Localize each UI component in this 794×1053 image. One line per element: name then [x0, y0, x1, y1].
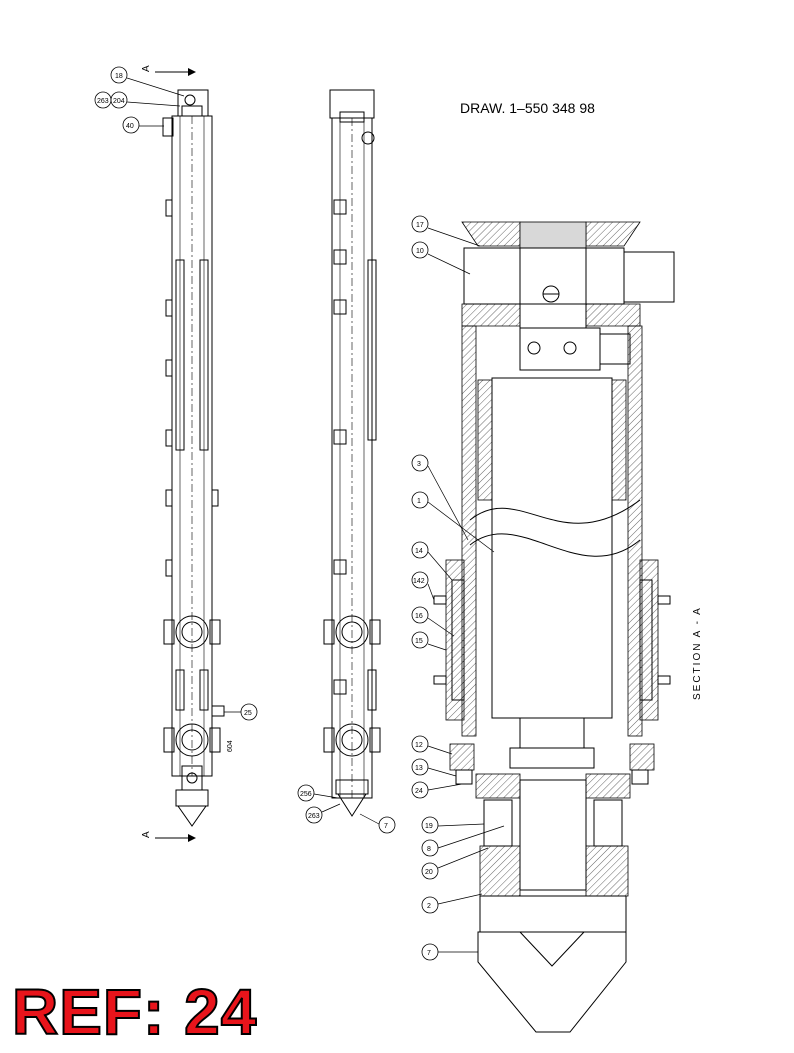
svg-text:10: 10 — [416, 248, 424, 255]
balloon-section-142: 142 — [411, 571, 429, 589]
svg-text:7: 7 — [384, 823, 388, 830]
balloon-section-2: 2 — [421, 896, 439, 914]
reference-label: REF: 24 — [11, 976, 258, 1048]
balloon-section-19: 19 — [421, 816, 439, 834]
section-label: SECTION A - A — [692, 606, 703, 700]
section-a-a-view: SECTION A - A — [433, 221, 703, 1033]
svg-text:263: 263 — [308, 813, 320, 820]
balloon-left-204: 204 — [110, 91, 128, 109]
left-elevation-view: A A — [141, 65, 225, 842]
balloon-section-7: 7 — [421, 943, 439, 961]
svg-text:8: 8 — [427, 846, 431, 853]
balloon-section-1: 1 — [411, 491, 429, 509]
svg-text:14: 14 — [415, 548, 423, 555]
svg-text:256: 256 — [300, 791, 312, 798]
middle-elevation-view — [323, 89, 381, 817]
balloon-section-20: 20 — [421, 862, 439, 880]
svg-text:204: 204 — [113, 98, 125, 105]
balloon-left-18: 18 — [110, 66, 128, 84]
svg-text:19: 19 — [425, 823, 433, 830]
svg-text:17: 17 — [416, 222, 424, 229]
balloon-section-15: 15 — [411, 631, 429, 649]
svg-text:263: 263 — [97, 98, 109, 105]
svg-text:7: 7 — [427, 950, 431, 957]
svg-text:18: 18 — [115, 73, 123, 80]
section-mark-bottom: A — [141, 831, 152, 838]
balloon-section-3: 3 — [411, 454, 429, 472]
balloon-section-24: 24 — [411, 781, 429, 799]
svg-text:20: 20 — [425, 869, 433, 876]
balloon-section-16: 16 — [411, 606, 429, 624]
drawing-number: DRAW. 1–550 348 98 — [460, 100, 595, 116]
svg-text:1: 1 — [417, 498, 421, 505]
svg-text:12: 12 — [415, 742, 423, 749]
svg-text:142: 142 — [413, 578, 425, 585]
balloon-left-25: 25 — [240, 703, 258, 721]
balloon-middle-256: 256 — [297, 784, 315, 802]
section-mark-top: A — [141, 65, 152, 72]
balloon-section-13: 13 — [411, 758, 429, 776]
balloon-section-8: 8 — [421, 839, 439, 857]
balloon-left-40: 40 — [122, 116, 140, 134]
svg-text:2: 2 — [427, 903, 431, 910]
svg-text:15: 15 — [415, 638, 423, 645]
svg-text:24: 24 — [415, 788, 423, 795]
balloon-left-263: 263 — [94, 91, 112, 109]
svg-text:40: 40 — [126, 123, 134, 130]
balloon-middle-263: 263 — [305, 806, 323, 824]
balloon-section-12: 12 — [411, 735, 429, 753]
svg-text:16: 16 — [415, 613, 423, 620]
svg-text:3: 3 — [417, 461, 421, 468]
left-view-note: 604 — [227, 740, 234, 752]
balloon-section-10: 10 — [411, 241, 429, 259]
balloon-section-14: 14 — [411, 541, 429, 559]
svg-text:25: 25 — [244, 710, 252, 717]
balloon-section-17: 17 — [411, 215, 429, 233]
svg-text:13: 13 — [415, 765, 423, 772]
balloon-middle-7: 7 — [378, 816, 396, 834]
